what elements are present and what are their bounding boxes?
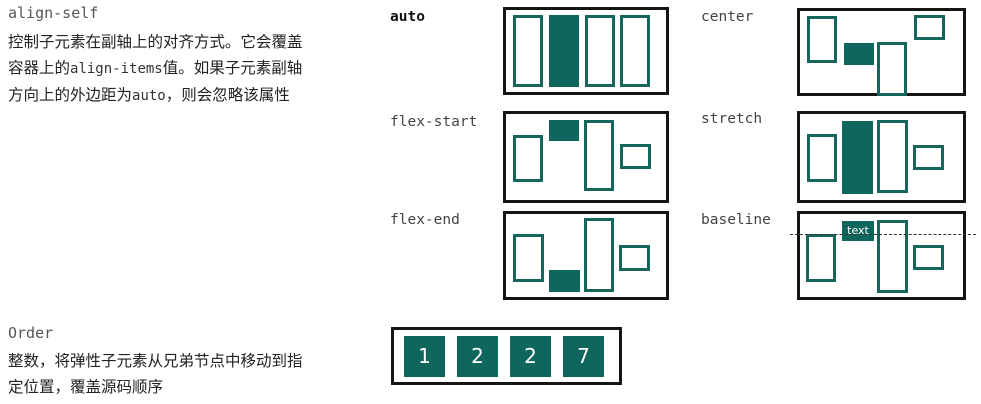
diagram-flex-end bbox=[503, 211, 669, 300]
flex-item bbox=[584, 218, 614, 292]
flex-item bbox=[513, 234, 544, 282]
align-self-desc-line-3: 方向上的外边距为auto，则会忽略该属性 bbox=[8, 82, 378, 109]
flex-item bbox=[913, 145, 944, 170]
flex-item bbox=[585, 15, 615, 87]
align-self-desc-line-2: 容器上的align-items值。如果子元素副轴 bbox=[8, 55, 378, 82]
desc-text: ，则会忽略该属性 bbox=[165, 86, 290, 104]
diagram-auto bbox=[503, 7, 669, 95]
align-self-title: align-self bbox=[8, 4, 99, 22]
flex-item bbox=[584, 120, 614, 191]
flex-item-highlighted bbox=[842, 221, 874, 241]
flex-item bbox=[914, 15, 945, 40]
label-flex-end: flex-end bbox=[390, 212, 460, 228]
desc-text: 值。如果子元素副轴 bbox=[162, 59, 303, 77]
baseline-dashed-line bbox=[790, 234, 976, 235]
order-desc-line-1: 整数，将弹性子元素从兄弟节点中移动到指 bbox=[8, 352, 303, 370]
flex-item bbox=[877, 42, 907, 96]
flex-item bbox=[877, 120, 908, 193]
desc-code: auto bbox=[132, 88, 166, 104]
label-stretch: stretch bbox=[701, 111, 763, 127]
order-item: 2 bbox=[510, 336, 551, 377]
label-flex-start: flex-start bbox=[390, 114, 478, 130]
label-auto: auto bbox=[390, 9, 425, 25]
diagram-center bbox=[797, 8, 966, 96]
flex-item-highlighted bbox=[549, 270, 580, 292]
align-self-desc-line-1: 控制子元素在副轴上的对齐方式。它会覆盖 bbox=[8, 33, 303, 51]
desc-text: 容器上的 bbox=[8, 59, 71, 77]
order-diagram: 1 2 2 7 bbox=[391, 327, 622, 385]
flex-item bbox=[513, 15, 543, 87]
flex-item bbox=[877, 220, 908, 293]
flex-item bbox=[806, 234, 836, 282]
flex-item bbox=[619, 245, 650, 271]
flex-item-highlighted bbox=[549, 15, 579, 87]
flex-item-highlighted bbox=[549, 120, 579, 141]
diagram-flex-start bbox=[503, 111, 669, 203]
flex-item bbox=[807, 16, 837, 63]
order-description: 整数，将弹性子元素从兄弟节点中移动到指 定位置，覆盖源码顺序 bbox=[8, 348, 378, 400]
order-desc-line-2: 定位置，覆盖源码顺序 bbox=[8, 378, 164, 396]
order-item: 2 bbox=[457, 336, 498, 377]
flex-item-highlighted bbox=[844, 43, 874, 65]
desc-text: 方向上的外边距为 bbox=[8, 86, 133, 104]
diagram-stretch bbox=[797, 111, 966, 203]
flex-item bbox=[513, 135, 543, 182]
order-item: 7 bbox=[563, 336, 604, 377]
order-title: Order bbox=[8, 324, 54, 342]
label-baseline: baseline bbox=[701, 212, 771, 228]
flex-item bbox=[620, 144, 651, 169]
desc-code: align-items bbox=[70, 61, 163, 77]
flex-item bbox=[807, 134, 837, 182]
order-item: 1 bbox=[404, 336, 445, 377]
flex-item-highlighted bbox=[842, 121, 873, 194]
diagram-baseline: text bbox=[797, 211, 966, 300]
flex-item bbox=[620, 15, 650, 87]
flex-item bbox=[913, 245, 944, 270]
label-center: center bbox=[701, 9, 754, 25]
baseline-text-chip: text bbox=[847, 224, 869, 237]
align-self-description: 控制子元素在副轴上的对齐方式。它会覆盖 容器上的align-items值。如果子… bbox=[8, 29, 378, 109]
